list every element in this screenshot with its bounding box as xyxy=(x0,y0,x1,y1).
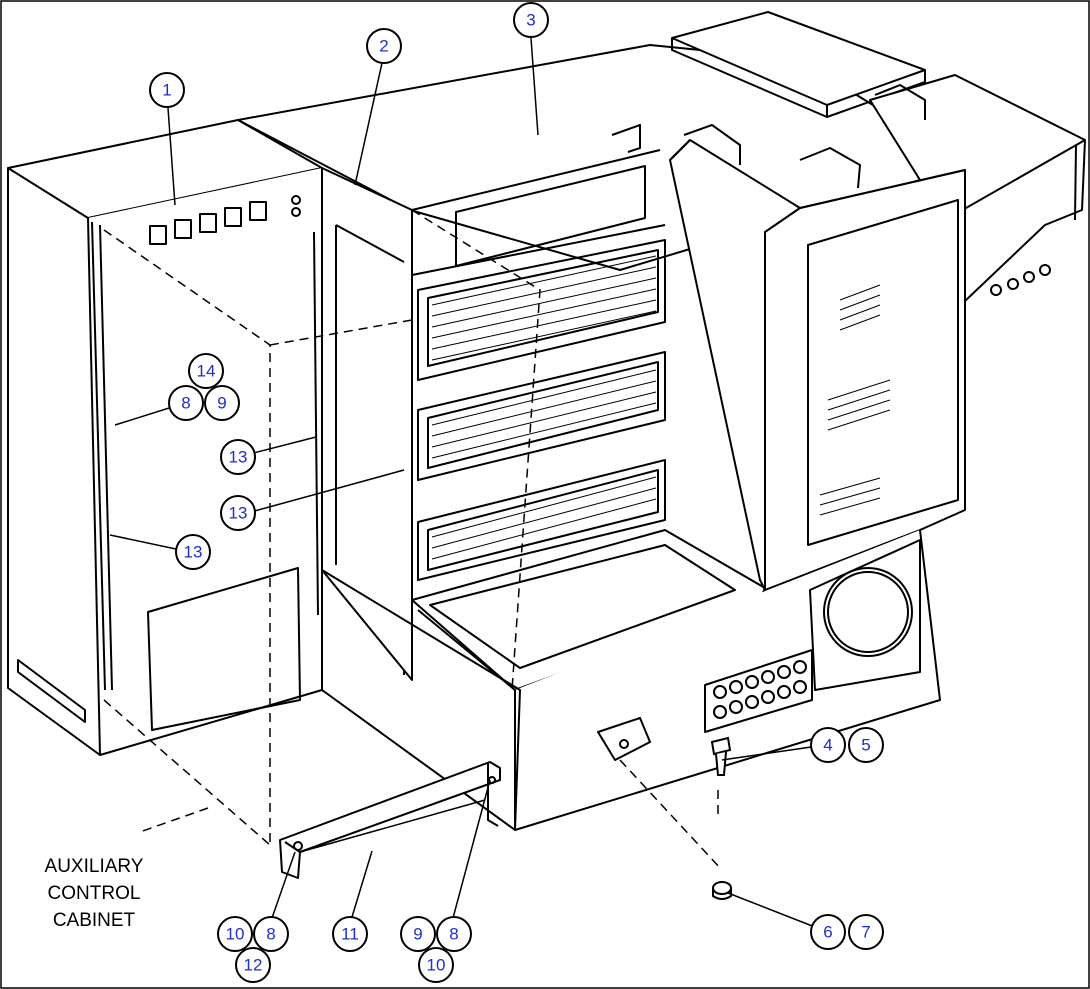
side-door-panel xyxy=(313,167,521,831)
leader-lines xyxy=(109,37,826,932)
callout-circle-1 xyxy=(149,72,185,108)
main-enclosure xyxy=(237,11,1086,831)
hardware xyxy=(710,736,732,900)
caption-line-1: AUXILIARY xyxy=(45,856,144,877)
callout-circle-8a xyxy=(168,385,204,421)
callout-label-12: 12 xyxy=(244,956,263,975)
callout-label-7: 7 xyxy=(861,923,870,942)
callout-circle-7 xyxy=(848,914,884,950)
bracket xyxy=(279,761,501,879)
callout-label-10a: 10 xyxy=(226,925,245,944)
callout-circle-9b xyxy=(400,916,436,952)
callout-label-5: 5 xyxy=(861,736,870,755)
callouts xyxy=(149,2,884,983)
callout-circle-4 xyxy=(810,727,846,763)
caption-line-2: CONTROL xyxy=(48,883,141,904)
callout-circle-3 xyxy=(513,2,549,38)
callout-label-9a: 9 xyxy=(217,394,226,413)
callout-label-3: 3 xyxy=(526,11,535,30)
callout-label-14: 14 xyxy=(197,362,216,381)
auxiliary-cabinet xyxy=(7,119,323,756)
caption-line-3: CABINET xyxy=(53,910,136,931)
callout-circle-8c xyxy=(436,916,472,952)
callout-label-8a: 8 xyxy=(181,394,190,413)
grille-hatch xyxy=(431,255,891,560)
callout-circle-9a xyxy=(204,385,240,421)
callout-circle-14 xyxy=(188,353,224,389)
callout-label-2: 2 xyxy=(379,37,388,56)
callout-circle-2 xyxy=(366,28,402,64)
callout-label-10b: 10 xyxy=(427,956,446,975)
callout-label-1: 1 xyxy=(162,81,171,100)
callout-label-11: 11 xyxy=(341,925,359,944)
callout-label-13b: 13 xyxy=(229,504,248,523)
alignment-lines xyxy=(103,209,723,871)
callout-label-9b: 9 xyxy=(413,925,422,944)
callout-circle-12 xyxy=(235,947,271,983)
callout-circle-13b xyxy=(220,495,256,531)
callout-circle-13c xyxy=(175,534,211,570)
callout-label-8b: 8 xyxy=(266,925,275,944)
callout-label-13a: 13 xyxy=(229,448,248,467)
callout-circle-5 xyxy=(848,727,884,763)
callout-circle-8b xyxy=(253,916,289,952)
callout-circle-10b xyxy=(418,947,454,983)
callout-circle-11 xyxy=(332,916,368,952)
callout-circle-10a xyxy=(217,916,253,952)
callout-label-13c: 13 xyxy=(184,543,203,562)
callout-circle-6 xyxy=(810,914,846,950)
callout-numbers: 1 2 3 14 8 9 13 13 13 4 5 6 7 10 8 12 11… xyxy=(162,11,870,975)
callout-label-8c: 8 xyxy=(449,925,458,944)
callout-label-4: 4 xyxy=(823,736,832,755)
callout-label-6: 6 xyxy=(823,923,832,942)
cabinet-caption: AUXILIARY CONTROL CABINET xyxy=(45,856,144,931)
callout-circle-13a xyxy=(220,439,256,475)
